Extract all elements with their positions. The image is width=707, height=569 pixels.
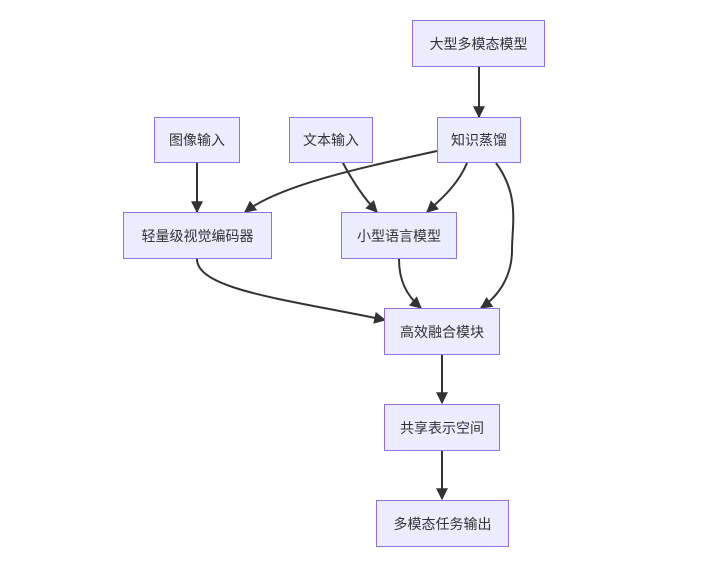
edge-distill-to-fusion [480, 162, 515, 309]
edge-text-input-to-small-lm [342, 162, 378, 213]
edge-distill-to-small-lm [426, 162, 468, 213]
node-shared-space: 共享表示空间 [384, 404, 500, 451]
edge-encoder-to-fusion [196, 258, 387, 324]
edge-small-lm-to-fusion [398, 258, 422, 309]
node-text-input: 文本输入 [289, 117, 373, 163]
node-distill: 知识蒸馏 [437, 117, 521, 163]
node-fusion: 高效融合模块 [384, 308, 500, 355]
node-small-lm: 小型语言模型 [341, 212, 457, 259]
node-light-encoder: 轻量级视觉编码器 [123, 212, 272, 259]
node-image-input: 图像输入 [154, 117, 240, 163]
node-large-model: 大型多模态模型 [412, 20, 545, 67]
edge-distill-to-encoder [244, 150, 438, 213]
node-output: 多模态任务输出 [376, 500, 509, 547]
